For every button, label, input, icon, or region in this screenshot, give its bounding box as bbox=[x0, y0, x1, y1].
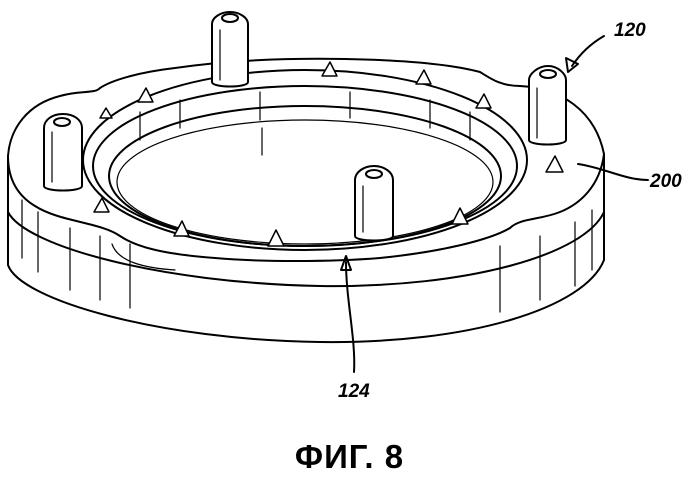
figure-caption: ФИГ. 8 bbox=[0, 438, 699, 476]
ref-label-200: 200 bbox=[649, 171, 682, 192]
flange-body bbox=[8, 59, 604, 342]
ref-label-120: 120 bbox=[614, 20, 646, 41]
pin-shading bbox=[52, 30, 537, 232]
ref-label-124: 124 bbox=[338, 381, 370, 402]
